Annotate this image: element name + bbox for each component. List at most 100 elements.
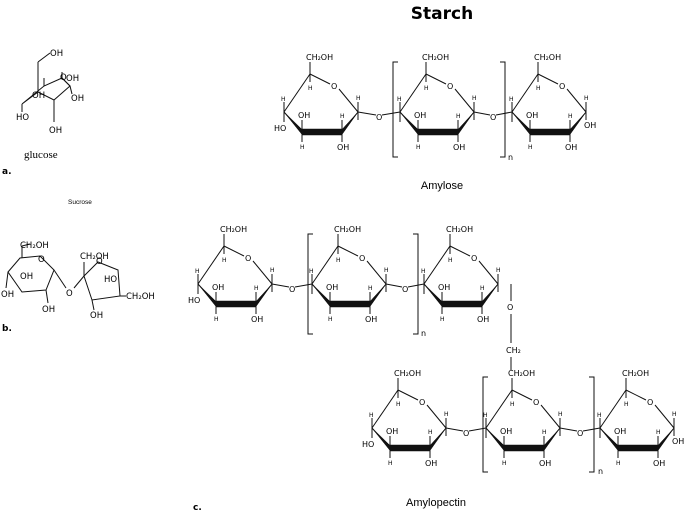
- h-label: H: [480, 285, 485, 292]
- glycosidic-oxygen: O: [490, 113, 496, 122]
- h-label: H: [456, 113, 461, 120]
- oh-label: OH: [453, 143, 465, 152]
- h-label: H: [472, 95, 477, 102]
- ring-oxygen: O: [245, 254, 251, 263]
- oh-label: OH: [584, 121, 596, 130]
- h-label: H: [483, 412, 488, 419]
- h-label: H: [328, 316, 333, 323]
- h-label: H: [388, 460, 393, 467]
- amylopectin-branch: O CH₂: [506, 284, 521, 370]
- glucose-ring-2: O CH₂OH H H H OH H H OH: [397, 53, 477, 152]
- glucose-ring-o: O: [60, 73, 67, 83]
- h-label: H: [672, 411, 677, 418]
- h-label: H: [416, 144, 421, 151]
- h-label: H: [356, 95, 361, 102]
- h-label: H: [424, 85, 429, 92]
- glucose-oh-bottom: OH: [49, 126, 62, 136]
- ring-oxygen: O: [447, 82, 453, 91]
- oh-label: OH: [365, 315, 377, 324]
- glycosidic-link: O: [357, 111, 401, 122]
- h-label: H: [421, 268, 426, 275]
- h-label: H: [440, 316, 445, 323]
- h-label: H: [584, 95, 589, 102]
- ring-oxygen: O: [647, 398, 653, 407]
- h-label: H: [448, 257, 453, 264]
- amylose-caption: Amylose: [421, 180, 463, 192]
- oh-label: OH: [298, 111, 310, 120]
- h-label: H: [270, 267, 275, 274]
- ring-oxygen: O: [559, 82, 565, 91]
- ring-oxygen: O: [419, 398, 425, 407]
- sucrose-oh-c2: OH: [42, 305, 55, 315]
- oh-label: OH: [672, 437, 684, 446]
- ring-oxygen: O: [471, 254, 477, 263]
- h-label: H: [502, 460, 507, 467]
- ho-label: HO: [274, 124, 286, 133]
- oh-label: OH: [614, 427, 626, 436]
- h-label: H: [528, 144, 533, 151]
- glucose-structure: OH O OH OH HO OH OH glucose: [16, 49, 84, 161]
- oh-label: OH: [251, 315, 263, 324]
- glycosidic-oxygen: O: [463, 429, 469, 438]
- oh-label: OH: [653, 459, 665, 468]
- glucose-caption: glucose: [24, 149, 58, 161]
- h-label: H: [336, 257, 341, 264]
- sucrose-ch2oh-left: CH₂OH: [20, 241, 49, 251]
- ch2oh-label: CH₂OH: [334, 225, 361, 234]
- sucrose-ho-c3: HO: [104, 275, 117, 285]
- h-label: H: [369, 412, 374, 419]
- ring-oxygen: O: [331, 82, 337, 91]
- sucrose-oh-c4-fructose: OH: [90, 311, 103, 321]
- oh-label: OH: [438, 283, 450, 292]
- label-b: b.: [2, 324, 12, 334]
- glycosidic-link: O: [385, 283, 425, 294]
- ch2oh-label: CH₂OH: [394, 369, 421, 378]
- ring-oxygen: O: [359, 254, 365, 263]
- ch2oh-label: CH₂OH: [422, 53, 449, 62]
- glycosidic-link: O: [271, 283, 313, 294]
- h-label: H: [222, 257, 227, 264]
- h-label: H: [656, 429, 661, 436]
- sucrose-caption: Sucrose: [68, 199, 92, 206]
- sucrose-oh-c4: OH: [20, 272, 33, 282]
- oh-label: OH: [425, 459, 437, 468]
- oh-label: OH: [414, 111, 426, 120]
- ch2oh-label: CH₂OH: [220, 225, 247, 234]
- branch-ch2: CH₂: [506, 346, 521, 355]
- ch2oh-label: CH₂OH: [306, 53, 333, 62]
- label-a: a.: [2, 167, 12, 177]
- glycosidic-link: O: [559, 427, 601, 438]
- ch2oh-label: CH₂OH: [534, 53, 561, 62]
- h-label: H: [624, 401, 629, 408]
- sucrose-ring-o-left: O: [38, 255, 45, 265]
- oh-label: OH: [386, 427, 398, 436]
- glycosidic-oxygen: O: [402, 285, 408, 294]
- amylopectin-caption: Amylopectin: [406, 497, 466, 509]
- h-label: H: [396, 401, 401, 408]
- glycosidic-link: O: [445, 427, 487, 438]
- glucose-ho-left: HO: [16, 113, 29, 123]
- h-label: H: [340, 113, 345, 120]
- h-label: H: [536, 85, 541, 92]
- h-label: H: [397, 96, 402, 103]
- ch2oh-label: CH₂OH: [622, 369, 649, 378]
- sucrose-structure: CH₂OH O OH OH OH O CH₂OH O HO CH₂OH OH: [1, 241, 155, 321]
- h-label: H: [368, 285, 373, 292]
- glycosidic-oxygen: O: [289, 285, 295, 294]
- amylopectin-bottom-bracket: n: [482, 376, 603, 476]
- h-label: H: [510, 401, 515, 408]
- glycosidic-oxygen: O: [376, 113, 382, 122]
- amylopectin-bottom-n: n: [598, 467, 603, 476]
- sucrose-ch2oh-right: CH₂OH: [126, 292, 155, 302]
- figure-title: Starch: [411, 4, 473, 24]
- amylose-repeat-bracket: n: [392, 61, 513, 162]
- h-label: H: [300, 144, 305, 151]
- oh-label: OH: [539, 459, 551, 468]
